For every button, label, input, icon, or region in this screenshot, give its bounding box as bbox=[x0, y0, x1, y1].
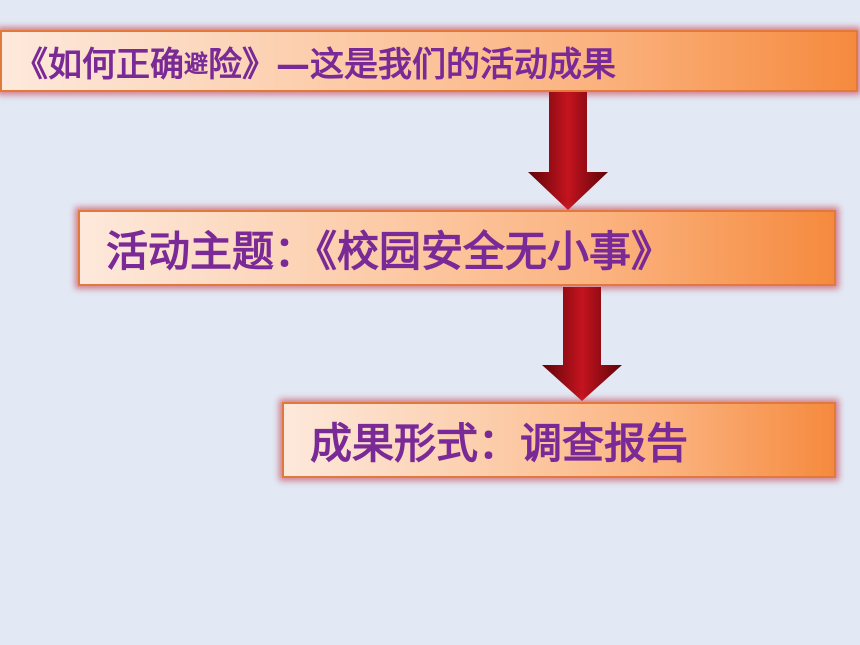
title-prefix: 《如何正确 bbox=[14, 44, 184, 85]
down-arrow-2 bbox=[542, 287, 622, 401]
result-label: 成果形式：调查报告 bbox=[310, 418, 689, 468]
title-small-char: 避 bbox=[184, 49, 208, 78]
result-box: 成果形式：调查报告 bbox=[282, 402, 836, 478]
title-suffix: 险》—这是我们的活动成果 bbox=[208, 44, 616, 85]
theme-box: 活动主题：《校园安全无小事》 bbox=[78, 210, 836, 286]
theme-label: 活动主题：《校园安全无小事》 bbox=[106, 226, 674, 276]
down-arrow-1 bbox=[528, 92, 608, 210]
title-box: 《如何正确避险》—这是我们的活动成果 bbox=[0, 30, 858, 92]
